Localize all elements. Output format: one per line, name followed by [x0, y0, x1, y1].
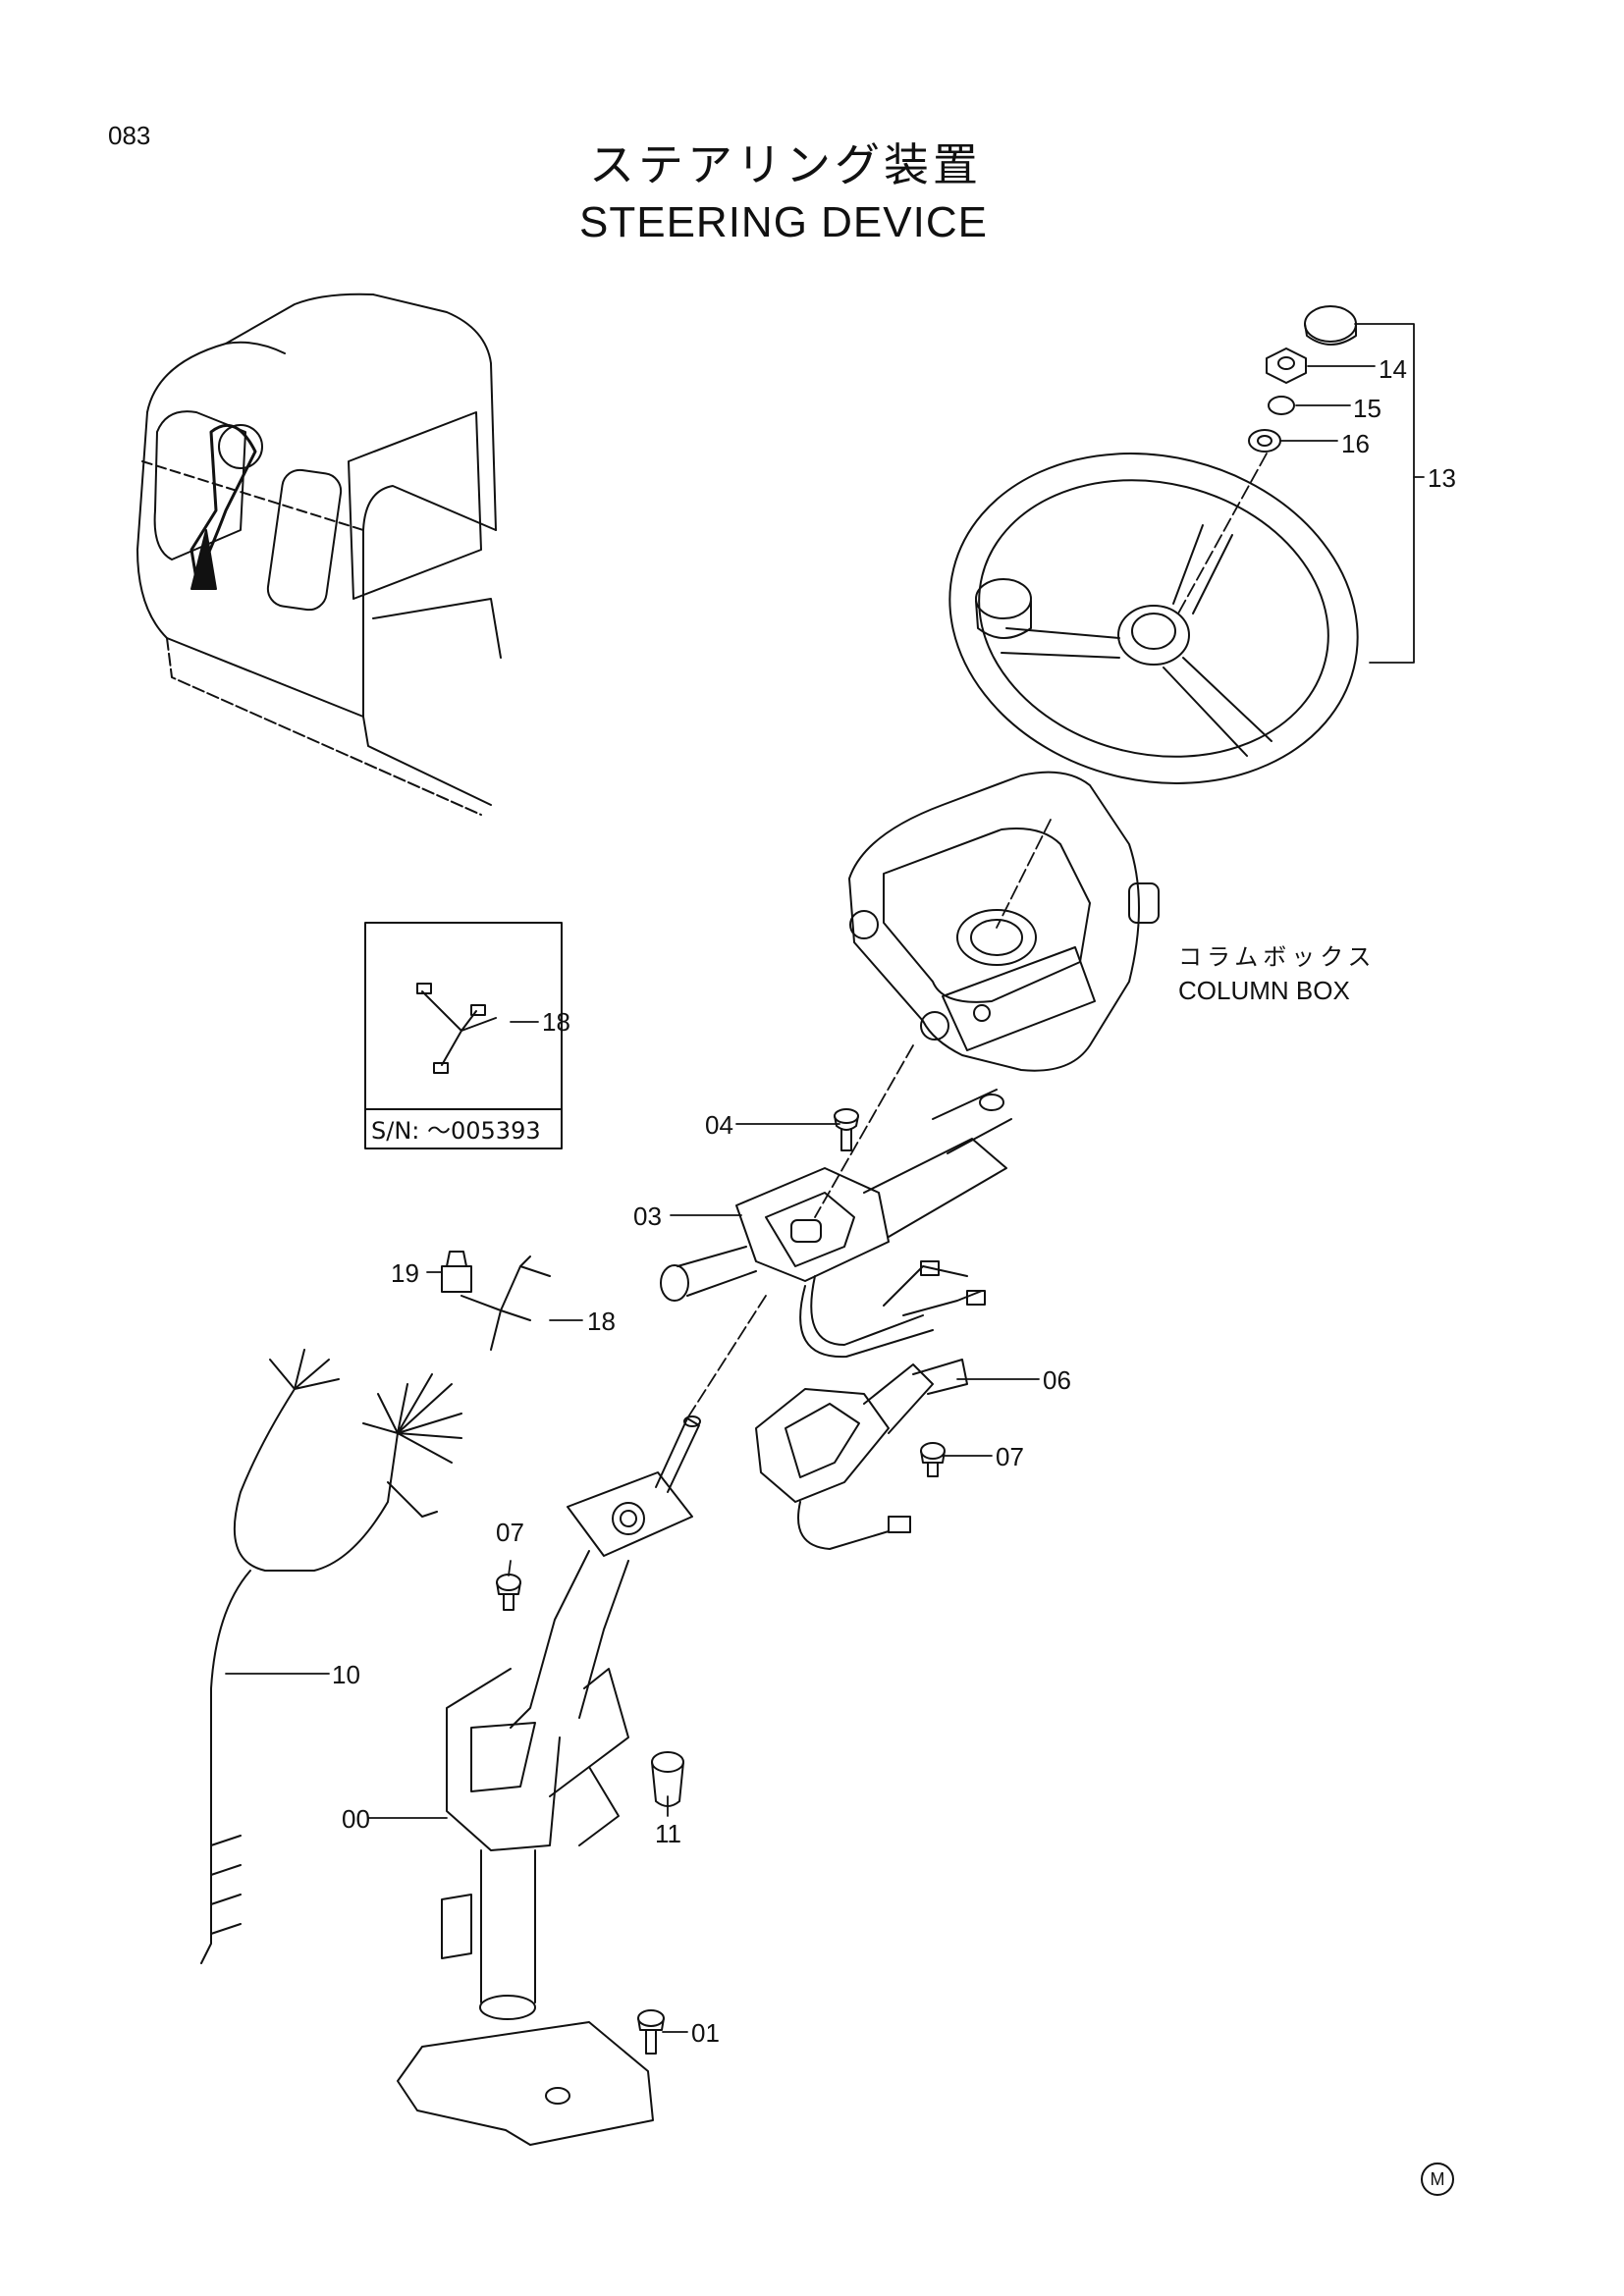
bolt-01	[637, 2009, 665, 2055]
part-label-13: 13	[1428, 463, 1456, 493]
relay-19	[441, 1251, 472, 1293]
hub-fasteners	[1248, 305, 1357, 453]
bolt-07-left	[496, 1574, 521, 1611]
part-label-19: 19	[391, 1258, 419, 1288]
part-label-10: 10	[332, 1660, 360, 1689]
title-english: STEERING DEVICE	[579, 198, 988, 246]
part-label-16: 16	[1341, 429, 1370, 458]
lever-switch	[755, 1359, 968, 1550]
column-box	[848, 771, 1160, 1072]
part-label-07-left: 07	[496, 1518, 524, 1547]
steering-column	[397, 1415, 701, 2146]
steering-wheel	[948, 453, 1359, 784]
part-label-00: 00	[342, 1804, 370, 1834]
part-label-11: 11	[655, 1819, 681, 1848]
part-label-01: 01	[691, 2018, 720, 2048]
wire-harness	[200, 1349, 462, 1964]
part-label-14: 14	[1379, 354, 1407, 384]
inset-box	[364, 922, 563, 1149]
column-box-label-en: COLUMN BOX	[1178, 976, 1350, 1005]
inset-serial-note: S/N: ～005393	[371, 1117, 541, 1145]
cab-locator-sketch	[136, 293, 502, 816]
part-label-06: 06	[1043, 1365, 1071, 1395]
inset-part-label: 18	[542, 1007, 570, 1037]
title-japanese: ステアリング装置	[589, 138, 982, 191]
bolt-07-right	[920, 1442, 946, 1477]
combination-switch	[660, 1089, 1012, 1359]
screw-04	[834, 1108, 859, 1151]
page-number: 083	[108, 121, 151, 150]
part-label-04: 04	[705, 1110, 733, 1140]
part-label-03: 03	[633, 1201, 662, 1231]
part-label-15: 15	[1353, 394, 1381, 423]
part-label-07-right: 07	[996, 1442, 1024, 1471]
m-mark: M	[1421, 2163, 1454, 2196]
sub-harness-18	[460, 1255, 551, 1351]
leader-lines	[225, 323, 1425, 2033]
part-label-18: 18	[587, 1307, 616, 1336]
column-box-label-ja: コラムボックス	[1178, 943, 1377, 971]
